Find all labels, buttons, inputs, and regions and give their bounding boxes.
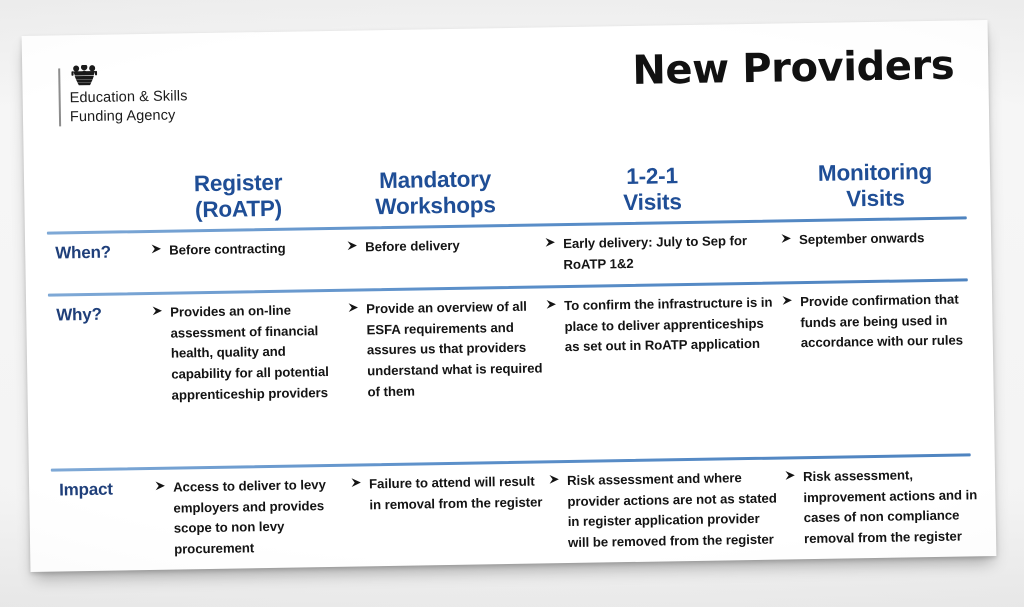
arrow-bullet-icon	[782, 295, 793, 306]
column-header-register-line2: (RoATP)	[194, 195, 283, 223]
arrow-bullet-icon	[152, 306, 163, 316]
row-label-impact: Impact	[59, 479, 113, 500]
arrow-bullet-icon	[549, 474, 560, 484]
cell-when-register: Before contracting	[151, 230, 347, 262]
cell-when-one-to-one-visits: Early delivery: July to Sep for RoATP 1&…	[545, 222, 782, 275]
cell-impact-register-text: Access to deliver to levy employers and …	[173, 477, 326, 557]
column-header-one-to-one-visits-line1: 1-2-1	[626, 162, 678, 189]
cell-when-monitoring-visits-text: September onwards	[798, 230, 925, 248]
cell-why-one-to-one-visits-text: To confirm the infrastructure is in plac…	[564, 294, 773, 355]
column-header-register: Register (RoATP)	[142, 169, 339, 224]
cell-why-register: Provides an on-line assessment of financ…	[152, 292, 350, 406]
cell-why-monitoring-visits-text: Provide confirmation that funds are bein…	[800, 291, 964, 351]
cell-impact-register: Access to deliver to levy employers and …	[155, 467, 352, 561]
slide-content: Education & Skills Funding Agency New Pr…	[22, 20, 997, 572]
arrow-bullet-icon	[781, 233, 792, 243]
column-header-monitoring-visits-line1: Monitoring	[817, 158, 933, 186]
cell-why-one-to-one-visits: To confirm the infrastructure is in plac…	[546, 285, 783, 359]
column-header-monitoring-visits: Monitoring Visits	[772, 158, 983, 214]
cell-impact-mandatory-workshops-text: Failure to attend will result in removal…	[368, 473, 543, 513]
arrow-bullet-icon	[348, 303, 359, 313]
arrow-bullet-icon	[546, 299, 557, 309]
matrix-row-why: Why? Provides an on-line assessment of f…	[48, 282, 971, 463]
cell-why-register-text: Provides an on-line assessment of financ…	[170, 302, 329, 403]
arrow-bullet-icon	[151, 244, 162, 254]
column-header-mandatory-workshops: Mandatory Workshops	[338, 165, 537, 220]
cell-impact-monitoring-visits-text: Risk assessment, improvement actions and…	[802, 467, 978, 547]
logo-line-1: Education & Skills	[69, 88, 188, 107]
column-header-monitoring-visits-line2: Visits	[846, 185, 905, 212]
cell-impact-monitoring-visits: Risk assessment, improvement actions and…	[785, 456, 996, 550]
cell-why-monitoring-visits: Provide confirmation that funds are bein…	[782, 281, 993, 354]
matrix-row-impact: Impact Access to deliver to levy employe…	[51, 457, 977, 596]
arrow-bullet-icon	[155, 481, 166, 491]
column-header-register-line1: Register	[193, 169, 283, 197]
header-corner-spacer	[47, 224, 143, 226]
logo-text-wrap: Education & Skills Funding Agency	[69, 63, 188, 128]
providers-matrix: Register (RoATP) Mandatory Workshops 1-2…	[45, 128, 977, 596]
cell-impact-one-to-one-visits-text: Risk assessment and where provider actio…	[566, 470, 777, 551]
esfa-logo: Education & Skills Funding Agency	[58, 63, 188, 128]
row-label-why: Why?	[56, 304, 102, 325]
column-header-mandatory-workshops-line1: Mandatory	[378, 166, 492, 193]
arrow-bullet-icon	[785, 470, 796, 481]
arrow-bullet-icon	[347, 240, 358, 251]
logo-line-2: Funding Agency	[69, 107, 176, 126]
row-label-when: When?	[55, 242, 112, 263]
cell-when-mandatory-workshops-text: Before delivery	[365, 237, 460, 255]
column-header-one-to-one-visits: 1-2-1 Visits	[536, 161, 773, 217]
column-header-row: Register (RoATP) Mandatory Workshops 1-2…	[45, 128, 966, 225]
column-header-mandatory-workshops-line2: Workshops	[375, 192, 496, 220]
royal-crown-icon	[69, 63, 187, 86]
cell-when-register-text: Before contracting	[169, 240, 286, 258]
cell-why-mandatory-workshops-text: Provide an overview of all ESFA requirem…	[366, 298, 543, 399]
cell-impact-one-to-one-visits: Risk assessment and where provider actio…	[549, 460, 786, 554]
cell-when-mandatory-workshops: Before delivery	[347, 226, 545, 258]
arrow-bullet-icon	[351, 478, 362, 488]
cell-when-monitoring-visits: September onwards	[781, 219, 991, 251]
logo-divider-rule	[58, 68, 62, 127]
cell-when-one-to-one-visits-text: Early delivery: July to Sep for RoATP 1&…	[563, 233, 748, 272]
cell-why-mandatory-workshops: Provide an overview of all ESFA requirem…	[348, 289, 548, 403]
page-title: New Providers	[632, 42, 955, 94]
column-header-one-to-one-visits-line2: Visits	[623, 189, 682, 215]
cell-impact-mandatory-workshops: Failure to attend will result in removal…	[351, 464, 550, 516]
slide-card: Education & Skills Funding Agency New Pr…	[21, 20, 997, 572]
arrow-bullet-icon	[545, 237, 556, 247]
matrix-row-when: When? Before contracting	[47, 219, 968, 287]
